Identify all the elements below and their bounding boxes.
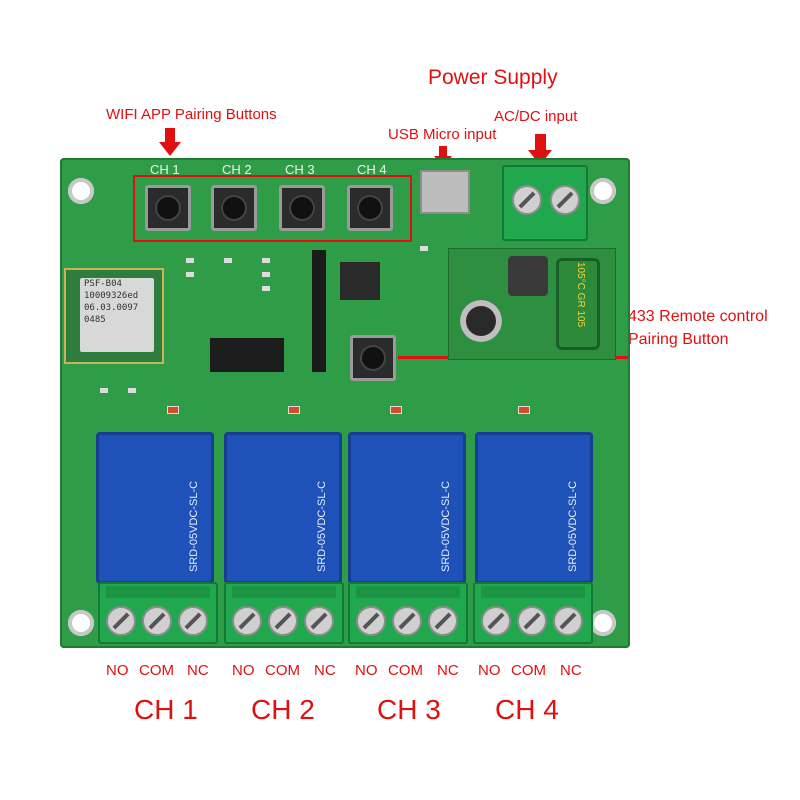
- screw-icon: [304, 606, 334, 636]
- wifi-module: PSF-B04 10009326ed 06.03.0097 0485: [64, 268, 164, 364]
- usb-input-label: USB Micro input: [388, 126, 497, 143]
- smd-resistor: [128, 388, 136, 393]
- usb-micro-port[interactable]: [420, 170, 470, 214]
- regulator: [340, 262, 380, 300]
- relay-model-label: SRD-05VDC-SL-C: [567, 480, 579, 572]
- capacitor-text: 105°C GR 105: [575, 262, 586, 328]
- channel-label-3: CH 3: [377, 694, 441, 725]
- relay-model-label: SRD-05VDC-SL-C: [316, 480, 328, 572]
- relay-model-label: SRD-05VDC-SL-C: [188, 480, 200, 572]
- smd-resistor: [224, 258, 232, 263]
- relay-ch4: SRD-05VDC-SL-C: [475, 432, 593, 584]
- acdc-input-label: AC/DC input: [494, 108, 578, 125]
- button-label-ch2: CH 2: [222, 162, 252, 177]
- mount-hole: [590, 178, 616, 204]
- term-label-com: COM: [265, 662, 300, 679]
- terminal-block-ch4[interactable]: [473, 582, 593, 644]
- smd-resistor: [262, 272, 270, 277]
- button-label-ch4: CH 4: [357, 162, 387, 177]
- status-led: [167, 406, 179, 414]
- smd-resistor: [420, 246, 428, 251]
- term-label-no: NO: [355, 662, 378, 679]
- status-led: [518, 406, 530, 414]
- module-text-1: PSF-B04: [84, 279, 122, 289]
- button-label-ch1: CH 1: [150, 162, 180, 177]
- channel-label-1: CH 1: [134, 694, 198, 725]
- inductor: [508, 256, 548, 296]
- power-terminal[interactable]: [502, 165, 588, 241]
- channel-label-4: CH 4: [495, 694, 559, 725]
- remote-pairing-label-2: Pairing Button: [628, 331, 729, 348]
- relay-ch1: SRD-05VDC-SL-C: [96, 432, 214, 584]
- pairing-buttons-frame: [133, 175, 412, 242]
- screw-icon: [106, 606, 136, 636]
- screw-icon: [392, 606, 422, 636]
- term-label-com: COM: [388, 662, 423, 679]
- screw-icon: [268, 606, 298, 636]
- terminal-block-ch1[interactable]: [98, 582, 218, 644]
- mount-hole: [68, 178, 94, 204]
- remote-pairing-label-1: 433 Remote control: [628, 308, 768, 325]
- term-label-nc: NC: [187, 662, 209, 679]
- term-label-com: COM: [139, 662, 174, 679]
- screw-icon: [356, 606, 386, 636]
- pairing-button-ch3[interactable]: [279, 185, 325, 231]
- screw-icon: [232, 606, 262, 636]
- term-label-nc: NC: [314, 662, 336, 679]
- pairing-button-ch2[interactable]: [211, 185, 257, 231]
- pairing-button-ch4[interactable]: [347, 185, 393, 231]
- relay-ch3: SRD-05VDC-SL-C: [348, 432, 466, 584]
- term-label-nc: NC: [560, 662, 582, 679]
- term-label-no: NO: [106, 662, 129, 679]
- term-label-no: NO: [232, 662, 255, 679]
- relay-ch2: SRD-05VDC-SL-C: [224, 432, 342, 584]
- mount-hole: [68, 610, 94, 636]
- relay-model-label: SRD-05VDC-SL-C: [440, 480, 452, 572]
- mount-hole: [590, 610, 616, 636]
- wifi-pairing-label: WIFI APP Pairing Buttons: [106, 106, 277, 123]
- term-label-com: COM: [511, 662, 546, 679]
- smd-resistor: [262, 258, 270, 263]
- module-text-4: 0485: [84, 315, 106, 325]
- terminal-block-ch2[interactable]: [224, 582, 344, 644]
- term-label-no: NO: [478, 662, 501, 679]
- status-led: [390, 406, 402, 414]
- smd-resistor: [100, 388, 108, 393]
- status-led: [288, 406, 300, 414]
- term-label-nc: NC: [437, 662, 459, 679]
- smd-resistor: [186, 272, 194, 277]
- power-supply-label: Power Supply: [428, 66, 558, 89]
- channel-label-2: CH 2: [251, 694, 315, 725]
- screw-icon: [512, 185, 542, 215]
- module-text-3: 06.03.0097: [84, 303, 139, 313]
- screw-icon: [481, 606, 511, 636]
- terminal-block-ch3[interactable]: [348, 582, 468, 644]
- remote-pairing-button[interactable]: [350, 335, 396, 381]
- screw-icon: [550, 185, 580, 215]
- driver-ic: [210, 338, 284, 372]
- pin-header: [312, 250, 326, 372]
- screw-icon: [142, 606, 172, 636]
- screw-icon: [553, 606, 583, 636]
- smd-resistor: [262, 286, 270, 291]
- screw-icon: [428, 606, 458, 636]
- button-label-ch3: CH 3: [285, 162, 315, 177]
- smd-resistor: [186, 258, 194, 263]
- module-text-2: 10009326ed: [84, 291, 139, 301]
- capacitor-black: [460, 300, 502, 342]
- capacitor-green: 105°C GR 105: [556, 258, 600, 350]
- screw-icon: [178, 606, 208, 636]
- pairing-button-ch1[interactable]: [145, 185, 191, 231]
- screw-icon: [517, 606, 547, 636]
